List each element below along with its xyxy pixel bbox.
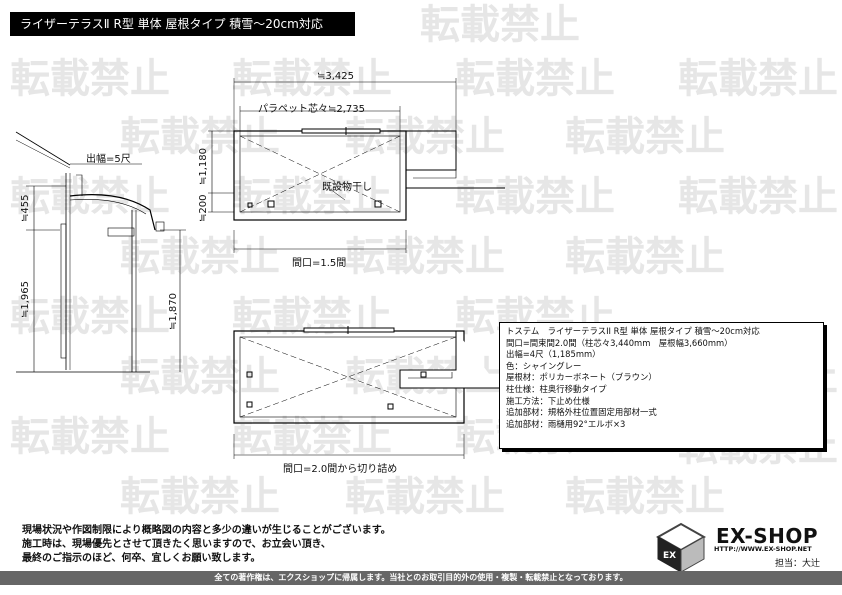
watermark-text: 転載禁止 (120, 234, 280, 280)
dim-depth-top: ≒1,180 (198, 147, 209, 185)
dim-frontage-15: 間口=1.5間 (292, 258, 347, 269)
notice-text: 現場状況や作図制限により概略図の内容と多少の違いが生じることがございます。 施工… (22, 524, 391, 566)
watermark-text: 転載禁止 (345, 114, 505, 160)
watermark-text: 転載禁止 (565, 474, 725, 520)
dim-offset-200: ≒200 (198, 194, 209, 222)
watermark-text: 転載禁止 (420, 2, 580, 48)
side-section (15, 131, 186, 373)
spec-line: 追加部材：雨樋用92°エルボ×3 (506, 418, 626, 429)
watermark-text: 転載禁止 (678, 174, 838, 220)
spec-line: 色：シャイングレー (506, 360, 582, 371)
plan-bottom (233, 326, 500, 459)
spec-line: 出幅=4尺（1,185mm） (506, 349, 601, 360)
logo-name: EX-SHOP (716, 524, 819, 548)
watermark-text: 転載禁止 (120, 474, 280, 520)
watermark-text: 転載禁止 (232, 414, 392, 460)
dim-projection: 出幅=5尺 (86, 154, 131, 165)
watermark-text: 転載禁止 (455, 174, 615, 220)
spec-line: 間口=間束間2.0間（柱芯々3,440mm 屋根幅3,660mm） (506, 337, 733, 348)
watermark-text: 転載禁止 (120, 114, 280, 160)
plan-top (208, 78, 505, 253)
spec-line: 施工方法：下止め仕様 (506, 395, 590, 406)
dim-top-width: ≒3,425 (317, 71, 355, 82)
logo-url: HTTP://WWW.EX-SHOP.NET (714, 545, 812, 553)
copyright-footer: 全ての著作権は、エクスショップに帰属します。当社とのお取引目的外の使用・複製・転… (0, 571, 842, 585)
dim-frontage-20: 間口=2.0間から切り詰め (283, 464, 398, 475)
watermark-text: 転載禁止 (120, 354, 280, 400)
watermark-text: 転載禁止 (232, 174, 392, 220)
dim-parapet: パラペット芯々≒2,735 (258, 104, 366, 115)
notice-line: 現場状況や作図制限により概略図の内容と多少の違いが生じることがございます。 (22, 525, 391, 536)
dim-height-1870: ≒1,870 (168, 292, 179, 330)
ex-shop-logo-icon: EX (655, 522, 707, 573)
watermark-text: 転載禁止 (345, 234, 505, 280)
watermark-text: 転載禁止 (10, 294, 170, 340)
spec-line: トステム ライザーテラスII R型 単体 屋根タイプ 積雪～20cm対応 (506, 326, 760, 336)
staff-name: 担当：大辻 (775, 559, 821, 569)
label-existing: 既設物干し (322, 182, 372, 193)
watermark-text: 転載禁止 (678, 56, 838, 102)
watermark-text: 転載禁止 (232, 56, 392, 102)
spec-box: トステム ライザーテラスII R型 単体 屋根タイプ 積雪～20cm対応 間口=… (499, 322, 824, 449)
drawing-title: ライザーテラスⅡ R型 単体 屋根タイプ 積雪～20cm対応 (10, 12, 355, 36)
dim-height-1965: ≒1,965 (20, 280, 31, 318)
watermark-text: 転載禁止 (565, 234, 725, 280)
watermark-text: 転載禁止 (565, 114, 725, 160)
notice-line: 最終のご指示のほど、何卒、宜しくお願い致します。 (22, 553, 261, 564)
spec-line: 柱仕様：柱奥行移動タイプ (506, 383, 607, 394)
svg-text:EX: EX (663, 551, 676, 561)
watermark-text: 転載禁止 (455, 56, 615, 102)
watermark-text: 転載禁止 (10, 414, 170, 460)
spec-line: 屋根材：ポリカーボネート（ブラウン） (506, 372, 657, 383)
notice-line: 施工時は、現場優先とさせて頂きたく思いますので、お立会い頂き、 (22, 539, 331, 550)
watermark-text: 転載禁止 (10, 56, 170, 102)
watermark-text: 転載禁止 (345, 474, 505, 520)
spec-line: 追加部材：規格外柱位置固定用部材一式 (506, 407, 657, 418)
dim-height-455: ≒455 (20, 194, 31, 222)
